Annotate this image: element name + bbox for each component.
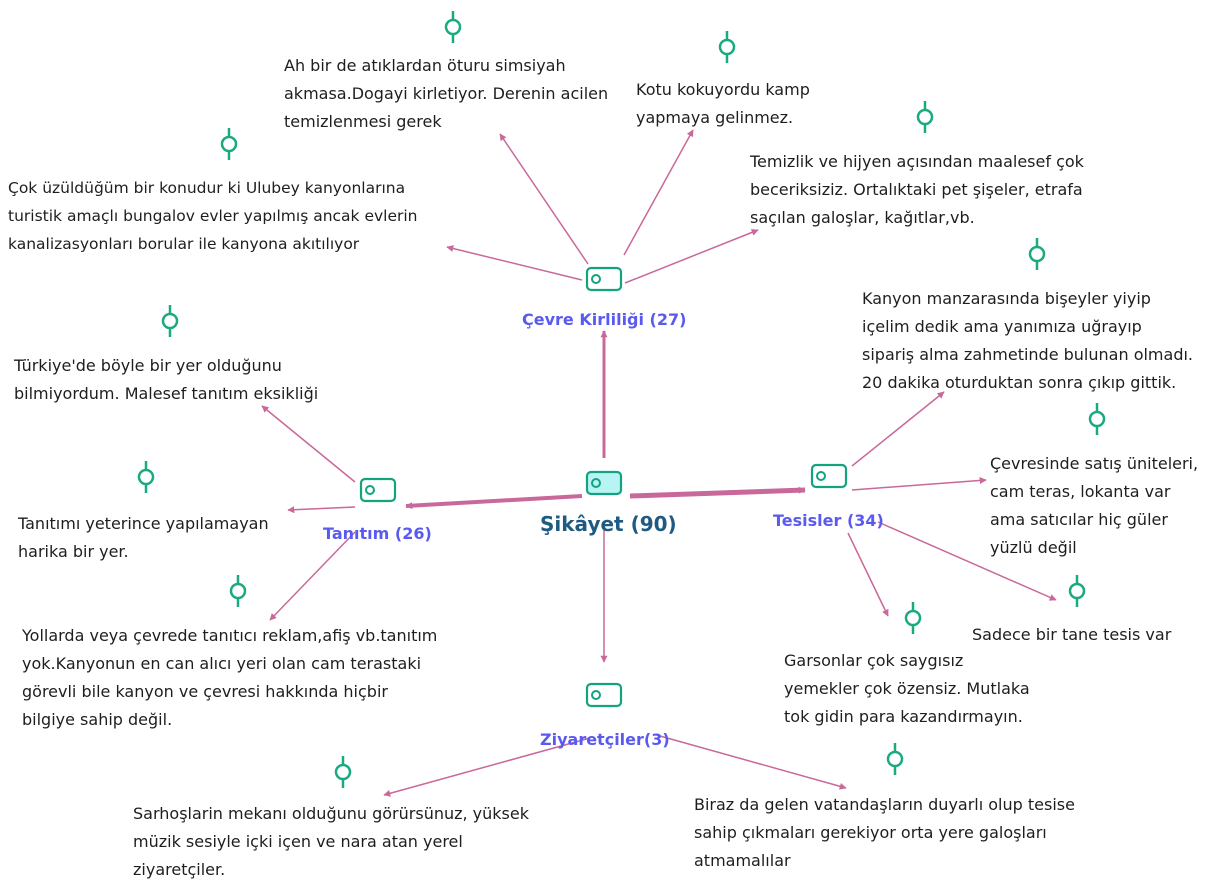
edge-tesisler-tektesis: [877, 521, 1057, 601]
edge-tanitim-turkiye: [261, 405, 356, 483]
quotation-text[interactable]: Çevresinde satış üniteleri, cam teras, l…: [990, 454, 1199, 557]
quotation-pin-icon[interactable]: [217, 127, 241, 161]
quotation-text[interactable]: Sadece bir tane tesis var: [972, 625, 1172, 644]
quotation-pin-icon[interactable]: [134, 460, 158, 494]
code-tag-icon[interactable]: [585, 682, 623, 708]
quotation-pin-icon[interactable]: [901, 601, 925, 635]
quotation-text[interactable]: Biraz da gelen vatandaşların duyarlı olu…: [694, 795, 1075, 870]
quotation-pin-icon[interactable]: [331, 755, 355, 789]
quotation-text[interactable]: Türkiye'de böyle bir yer olduğunu bilmiy…: [14, 356, 319, 403]
edge-cevre-bungalov: [446, 245, 583, 281]
quotation-pin-icon[interactable]: [441, 10, 465, 44]
quotation-text[interactable]: Kotu kokuyordu kamp yapmaya gelinmez.: [636, 80, 810, 127]
code-label-tesisler[interactable]: Tesisler (34): [773, 511, 884, 530]
quotation-pin-icon[interactable]: [715, 30, 739, 64]
code-label-ziyaretciler[interactable]: Ziyaretçiler(3): [540, 730, 670, 749]
edge-tesisler-garson: [847, 532, 889, 617]
edge-tesisler-manzara: [851, 391, 945, 467]
quotation-text[interactable]: Kanyon manzarasında bişeyler yiyip içeli…: [862, 289, 1193, 392]
quotation-text[interactable]: Temizlik ve hijyen açısından maalesef ço…: [750, 152, 1084, 227]
quotation-text[interactable]: Garsonlar çok saygısız yemekler çok özen…: [784, 651, 1030, 726]
code-tag-icon[interactable]: [585, 266, 623, 292]
quotation-pin-icon[interactable]: [1065, 574, 1089, 608]
quotation-pin-icon[interactable]: [1025, 237, 1049, 271]
edge-ziyaretciler-vatandas: [659, 735, 847, 790]
code-tag-icon[interactable]: [359, 477, 397, 503]
quotation-text[interactable]: Sarhoşlarin mekanı olduğunu görürsünuz, …: [133, 804, 529, 879]
root-code-label[interactable]: Şikâyet (90): [540, 512, 677, 536]
edge-cevre-koku: [623, 129, 694, 256]
code-label-cevre[interactable]: Çevre Kirliliği (27): [522, 310, 687, 329]
quotation-text[interactable]: Ah bir de atıklardan öturu simsiyah akma…: [284, 56, 609, 131]
quotation-pin-icon[interactable]: [913, 100, 937, 134]
edge-tanitim-yollarda: [269, 531, 356, 621]
quotation-text[interactable]: Yollarda veya çevrede tanıtıcı reklam,af…: [22, 626, 438, 729]
edge-ziyaretciler-sarhos: [383, 737, 591, 797]
edge-cevre-atik: [499, 133, 589, 265]
quotation-pin-icon[interactable]: [158, 304, 182, 338]
quotation-pin-icon[interactable]: [226, 574, 250, 608]
code-tag-icon[interactable]: [585, 470, 623, 496]
edge-cevre-hijyen: [624, 229, 759, 284]
quotation-text[interactable]: Tanıtımı yeterince yapılamayan harika bi…: [18, 514, 269, 561]
code-tag-icon[interactable]: [810, 463, 848, 489]
edge-root-tanitim: [405, 494, 583, 510]
code-label-tanitim[interactable]: Tanıtım (26): [323, 524, 432, 543]
edge-tesisler-satis: [851, 476, 987, 491]
edge-root-tesisler: [629, 486, 806, 499]
edge-tanitim-tanitimi: [287, 506, 356, 514]
quotation-text[interactable]: Çok üzüldüğüm bir konudur ki Ulubey kany…: [8, 179, 418, 253]
quotation-pin-icon[interactable]: [883, 742, 907, 776]
quotation-pin-icon[interactable]: [1085, 402, 1109, 436]
